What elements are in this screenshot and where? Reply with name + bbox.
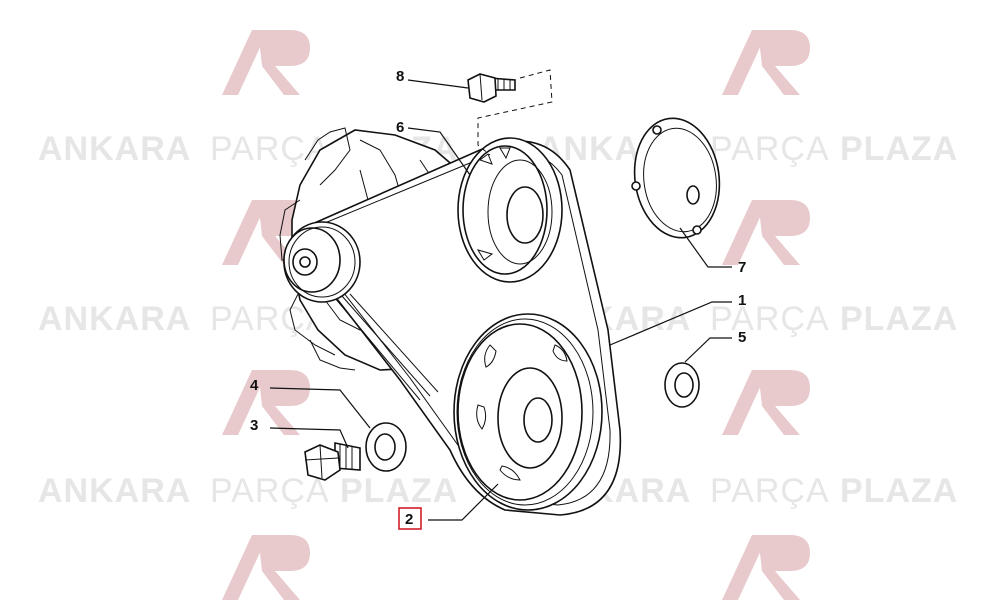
- alternator-pulley: [283, 221, 361, 303]
- watermark-word: ANKARA: [38, 130, 191, 168]
- leader-line-2: [428, 483, 499, 521]
- watermark-word: PARÇA: [710, 130, 830, 168]
- watermark-word: PLAZA: [840, 300, 958, 338]
- watermark-logo: [222, 370, 310, 435]
- watermark-word: PLAZA: [840, 130, 958, 168]
- watermark-word: PARÇA: [210, 472, 330, 510]
- callouts: 8 6 7 1 5 4 3 2: [250, 68, 746, 530]
- leader-line-5: [684, 337, 732, 363]
- callout-4[interactable]: 4: [250, 377, 259, 394]
- callout-8[interactable]: 8: [396, 68, 404, 85]
- watermark-word: PARÇA: [710, 472, 830, 510]
- leader-line-4: [269, 387, 371, 429]
- crankshaft-pulley: [453, 313, 603, 511]
- leader-line-7: [679, 227, 732, 268]
- callout-5[interactable]: 5: [738, 329, 746, 346]
- leader-line-1: [609, 301, 732, 346]
- watermark-logo: [722, 535, 810, 600]
- watermark-word: PLAZA: [340, 472, 458, 510]
- watermark-word: PLAZA: [840, 472, 958, 510]
- leader-line-8: [407, 79, 469, 89]
- callout-6[interactable]: 6: [396, 119, 404, 136]
- callout-2[interactable]: 2: [405, 511, 413, 528]
- leader-lines: [269, 79, 732, 521]
- leader-line-6: [407, 127, 471, 176]
- bolt-part-8: [467, 69, 553, 156]
- washer-part-5: [664, 362, 700, 408]
- callout-highlight-box: [398, 507, 422, 530]
- callout-7[interactable]: 7: [738, 259, 746, 276]
- watermark-word: PARÇA: [710, 300, 830, 338]
- bolt-part-3: [304, 442, 361, 481]
- watermark-logo: [222, 30, 310, 95]
- watermark-word: PARÇA: [210, 130, 330, 168]
- watermark-logo: [722, 30, 810, 95]
- callout-3[interactable]: 3: [250, 417, 258, 434]
- watermark-logo: [222, 535, 310, 600]
- plate-part-7: [631, 117, 721, 239]
- watermark-logo: [722, 370, 810, 435]
- leader-line-3: [269, 427, 349, 449]
- watermark-word: ANKARA: [38, 472, 191, 510]
- pump-pulley: [457, 137, 563, 283]
- watermark-logo: [722, 200, 810, 265]
- callout-1[interactable]: 1: [738, 292, 746, 309]
- watermark-word: ANKARA: [38, 300, 191, 338]
- washer-part-4: [365, 422, 407, 472]
